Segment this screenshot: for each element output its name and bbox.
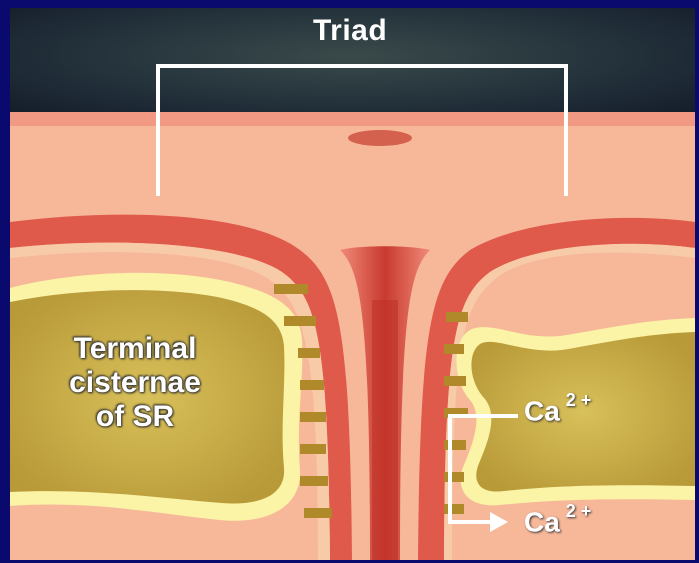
cisternae-label-line-2: cisternae: [20, 366, 250, 400]
calcium-symbol-top: Ca: [524, 395, 560, 426]
triad-title: Triad: [313, 14, 387, 48]
sarcolemma: [10, 112, 695, 126]
calcium-symbol-bottom: Ca: [524, 506, 560, 537]
calcium-charge-bottom: 2 +: [566, 501, 592, 521]
calcium-charge-top: 2 +: [566, 390, 592, 410]
t-tubule-opening: [348, 130, 412, 146]
t-tubule-core: [372, 300, 398, 560]
cisternae-label-line-3: of SR: [20, 400, 250, 434]
cisternae-label-line-1: Terminal: [20, 332, 250, 366]
